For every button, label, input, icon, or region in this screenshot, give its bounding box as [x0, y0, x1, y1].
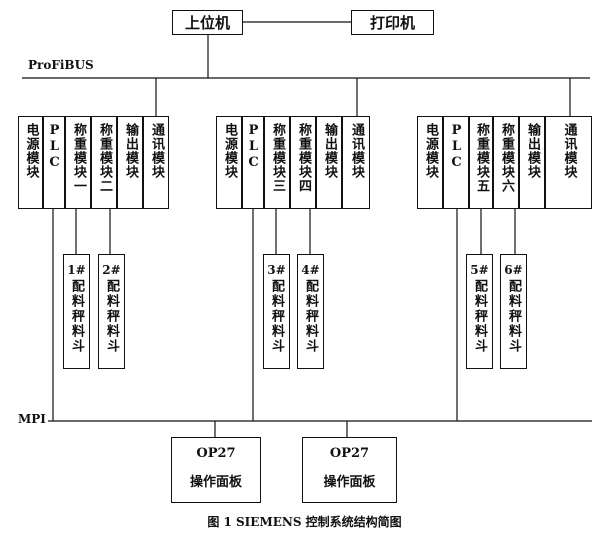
hopper-6: 6# 配料秤料斗	[500, 254, 527, 369]
panel-1-model: OP27	[196, 446, 236, 461]
weighing-module-6: 称重模块六	[493, 116, 519, 209]
comm-module-2: 通讯模块	[342, 116, 370, 209]
hopper-5: 5# 配料秤料斗	[466, 254, 493, 369]
printer-box: 打印机	[351, 10, 434, 35]
operator-panel-2: OP27 操作面板	[302, 437, 397, 503]
hopper-3: 3# 配料秤料斗	[263, 254, 290, 369]
power-module-3: 电源模块	[417, 116, 443, 209]
plc-module-2: PLC	[242, 116, 264, 209]
operator-panel-1: OP27 操作面板	[171, 437, 261, 503]
comm-module-1: 通讯模块	[143, 116, 169, 209]
host-computer-label: 上位机	[184, 14, 230, 32]
weighing-module-5: 称重模块五	[469, 116, 493, 209]
printer-label: 打印机	[369, 14, 415, 32]
mpi-label: MPI	[18, 412, 48, 426]
power-module-2: 电源模块	[216, 116, 242, 209]
weighing-module-2: 称重模块二	[91, 116, 117, 209]
plc-module-3: PLC	[443, 116, 469, 209]
weighing-module-1: 称重模块一	[65, 116, 91, 209]
weighing-module-3: 称重模块三	[264, 116, 290, 209]
comm-module-3: 通讯模块	[545, 116, 592, 209]
panel-2-label: 操作面板	[323, 475, 376, 490]
figure-caption: 图 1 SIEMENS 控制系统结构简图	[207, 515, 402, 529]
profibus-label: ProFiBUS	[28, 58, 94, 72]
hopper-2: 2# 配料秤料斗	[98, 254, 125, 369]
plc-module-1: PLC	[43, 116, 65, 209]
power-module-1: 电源模块	[18, 116, 43, 209]
weighing-module-4: 称重模块四	[290, 116, 316, 209]
output-module-2: 输出模块	[316, 116, 342, 209]
panel-1-label: 操作面板	[189, 475, 242, 490]
hopper-1: 1# 配料秤料斗	[63, 254, 90, 369]
output-module-1: 输出模块	[117, 116, 143, 209]
output-module-3: 输出模块	[519, 116, 545, 209]
panel-2-model: OP27	[329, 446, 370, 461]
hopper-4: 4# 配料秤料斗	[297, 254, 324, 369]
host-computer-box: 上位机	[172, 10, 243, 35]
